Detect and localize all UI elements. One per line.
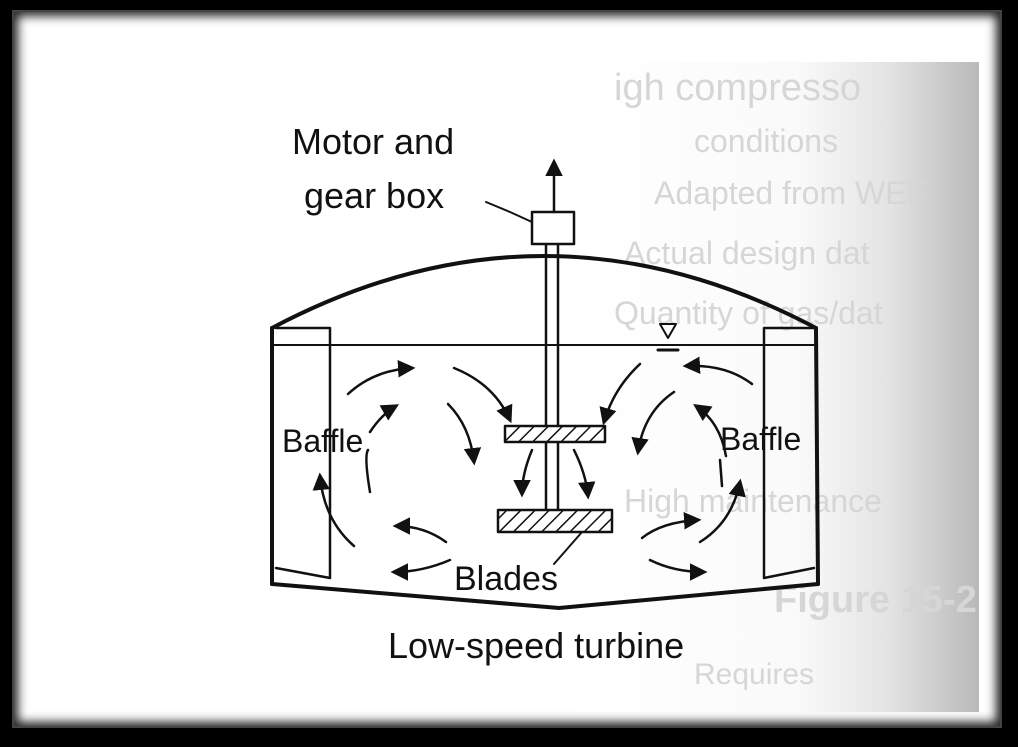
upper-blade [503,424,607,444]
tank-roof [270,254,818,330]
bg-text-1: igh compresso [614,67,861,109]
flow-arrow [513,448,534,498]
flow-arrow [599,362,642,426]
baffle-left-label: Baffle [282,423,363,459]
flow-arrow [312,472,356,548]
bg-text-2: conditions [694,123,838,159]
bg-text-3: Adapted from WEF [654,175,926,211]
motor-label-line1: Motor and [292,121,454,162]
baffle-right-label: Baffle [720,421,801,457]
flow-arrow [693,404,728,458]
flow-arrow [368,404,400,434]
flow-arrow [346,360,416,396]
motor-leader-line [485,201,533,223]
blades-label: Blades [454,560,558,598]
tank-right-wall [814,326,820,586]
flow-arrow [572,448,596,500]
flow-arrow [648,558,708,581]
blades-leader-line [553,531,583,565]
flow-arrow [718,458,724,488]
tank-diagram: Motor and gear box Baffle Baffle Blades … [270,121,820,666]
flow-arrow [392,517,448,544]
level-marker-icon [659,323,677,339]
image-frame: igh compresso conditions Adapted from WE… [14,12,1000,726]
bg-text-8: Requires [694,658,814,691]
bg-text-5: Quantity of gas/dat [614,295,883,331]
flow-arrow [698,478,746,544]
flow-arrow [365,448,372,494]
flow-arrow [682,356,754,386]
flow-arrow [452,366,513,424]
background-page: igh compresso conditions Adapted from WE… [574,62,979,712]
flow-arrow [631,390,676,456]
tank-bottom [270,582,820,610]
baffle-right [762,326,816,580]
diagram-caption: Low-speed turbine [388,625,684,666]
motor-gear-box [530,210,576,246]
flow-arrow [640,512,702,540]
flow-arrow [390,558,452,581]
bg-text-4: Actual design dat [624,235,870,271]
motor-label-line2: gear box [304,175,444,216]
baffle-left [274,326,332,580]
flow-arrow [446,402,482,466]
bg-text-6: High maintenance [624,483,882,519]
page-shadow [574,62,979,712]
lower-blade [496,508,614,534]
